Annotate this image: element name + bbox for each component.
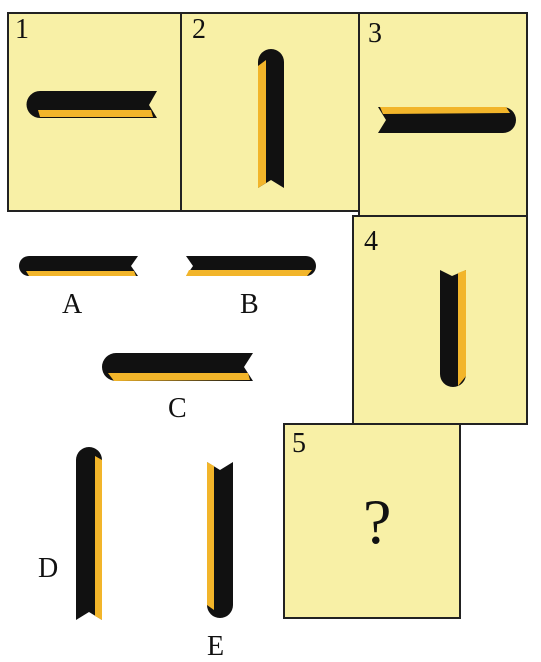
panel-2-stick: [258, 49, 284, 188]
option-a-label: A: [62, 289, 83, 320]
option-b-stick: [186, 256, 316, 276]
option-d-label: D: [38, 553, 59, 584]
option-e-label: E: [207, 631, 225, 662]
option-b-label: B: [240, 289, 259, 320]
option-c-label: C: [168, 393, 187, 424]
panel-3-number: 3: [368, 18, 382, 49]
panel-1-stick: [26, 91, 158, 118]
panel-3-stick: [378, 107, 516, 133]
panel-4-number: 4: [364, 226, 378, 257]
option-d-stick: [76, 447, 102, 620]
panel-4-stick: [440, 270, 466, 387]
option-e-stick: [207, 462, 233, 618]
panel-5: [283, 423, 461, 619]
panel-5-number: 5: [292, 428, 306, 459]
option-c-stick: [102, 353, 253, 381]
panel-1-number: 1: [15, 14, 29, 45]
panel-2-number: 2: [192, 14, 206, 45]
option-a-stick: [19, 256, 138, 276]
unknown-question-mark: ?: [363, 486, 392, 557]
